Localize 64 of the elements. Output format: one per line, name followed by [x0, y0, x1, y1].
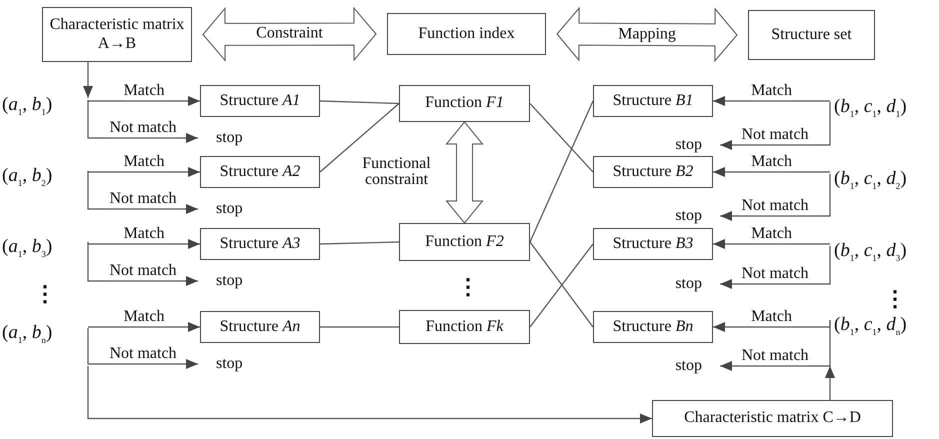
arrow — [720, 102, 831, 150]
process-box: Function Fk — [399, 310, 530, 344]
arrow — [713, 96, 831, 106]
tuple-label: (b$_{1}$, c$_{1}$, d$_{2}$) — [834, 166, 938, 194]
arrow — [87, 366, 652, 424]
arrow — [87, 328, 198, 369]
arrow — [87, 167, 200, 177]
arrow — [87, 242, 198, 286]
tuple-label: (a$_{1}$, b$_{3}$) — [2, 234, 86, 262]
arrow — [87, 100, 198, 143]
connector-line — [320, 103, 400, 172]
connector-line — [320, 100, 400, 104]
arrow — [87, 96, 200, 106]
double-block-arrow — [445, 121, 484, 224]
connector-line — [529, 100, 594, 242]
tuple-label: (a$_{1}$, b$_{1}$) — [2, 92, 86, 120]
process-box: Structure set — [748, 10, 875, 60]
matrix-box: Characteristic matrix C→D — [652, 400, 893, 437]
stop-label: stop — [198, 199, 254, 219]
stop-label: stop — [658, 206, 720, 226]
arrow — [713, 320, 831, 332]
stop-label: stop — [658, 135, 720, 155]
process-box: Function F2 — [399, 223, 530, 261]
tuple-label: (b$_{1}$, c$_{1}$, d$_{1}$) — [834, 94, 938, 122]
arrow — [83, 62, 93, 98]
ellipsis-dots: ⋮ — [34, 283, 56, 305]
stop-label: stop — [198, 128, 254, 148]
tuple-label: (b$_{1}$, c$_{1}$, d$_{3}$) — [834, 238, 938, 266]
tuple-label: (a$_{1}$, b$_{2}$) — [2, 163, 86, 191]
arrow — [87, 239, 200, 249]
edge-label: Constraint — [255, 26, 324, 43]
connector-line — [320, 326, 399, 328]
stop-label: stop — [658, 274, 720, 294]
connector-line — [320, 241, 400, 245]
arrow — [87, 171, 198, 214]
process-box: Structure A2 — [200, 156, 320, 188]
process-box: Structure B2 — [593, 156, 713, 188]
arrow — [825, 366, 835, 400]
arrow — [713, 239, 831, 249]
stop-label: stop — [198, 354, 254, 374]
double-block-arrow — [556, 6, 738, 62]
arrow — [720, 174, 831, 221]
process-box: Structure Bn — [593, 311, 713, 343]
process-box: Structure B3 — [593, 228, 713, 260]
process-box: Structure A1 — [200, 85, 320, 117]
stop-label: stop — [658, 356, 720, 376]
process-box: Structure An — [200, 311, 320, 343]
process-box: Structure B1 — [593, 85, 713, 117]
tuple-label: (b$_{1}$, c$_{1}$, d$_{n}$) — [834, 312, 938, 340]
tuple-label: (a$_{1}$, b$_{n}$) — [2, 320, 86, 348]
arrow — [720, 246, 831, 289]
edge-label: Mapping — [617, 26, 677, 43]
matrix-box: Characteristic matrix A→B — [42, 7, 192, 62]
process-box: Function F1 — [399, 85, 530, 122]
connector-line — [530, 103, 594, 172]
ellipsis-dots: ⋮ — [457, 276, 479, 298]
arrow — [87, 322, 200, 332]
process-box: Structure A3 — [200, 228, 320, 260]
arrow — [713, 167, 831, 177]
process-box: Function index — [387, 13, 546, 55]
arrow — [720, 320, 831, 371]
double-block-arrow — [202, 6, 377, 62]
stop-label: stop — [198, 271, 254, 291]
ellipsis-dots: ⋮ — [884, 288, 906, 310]
